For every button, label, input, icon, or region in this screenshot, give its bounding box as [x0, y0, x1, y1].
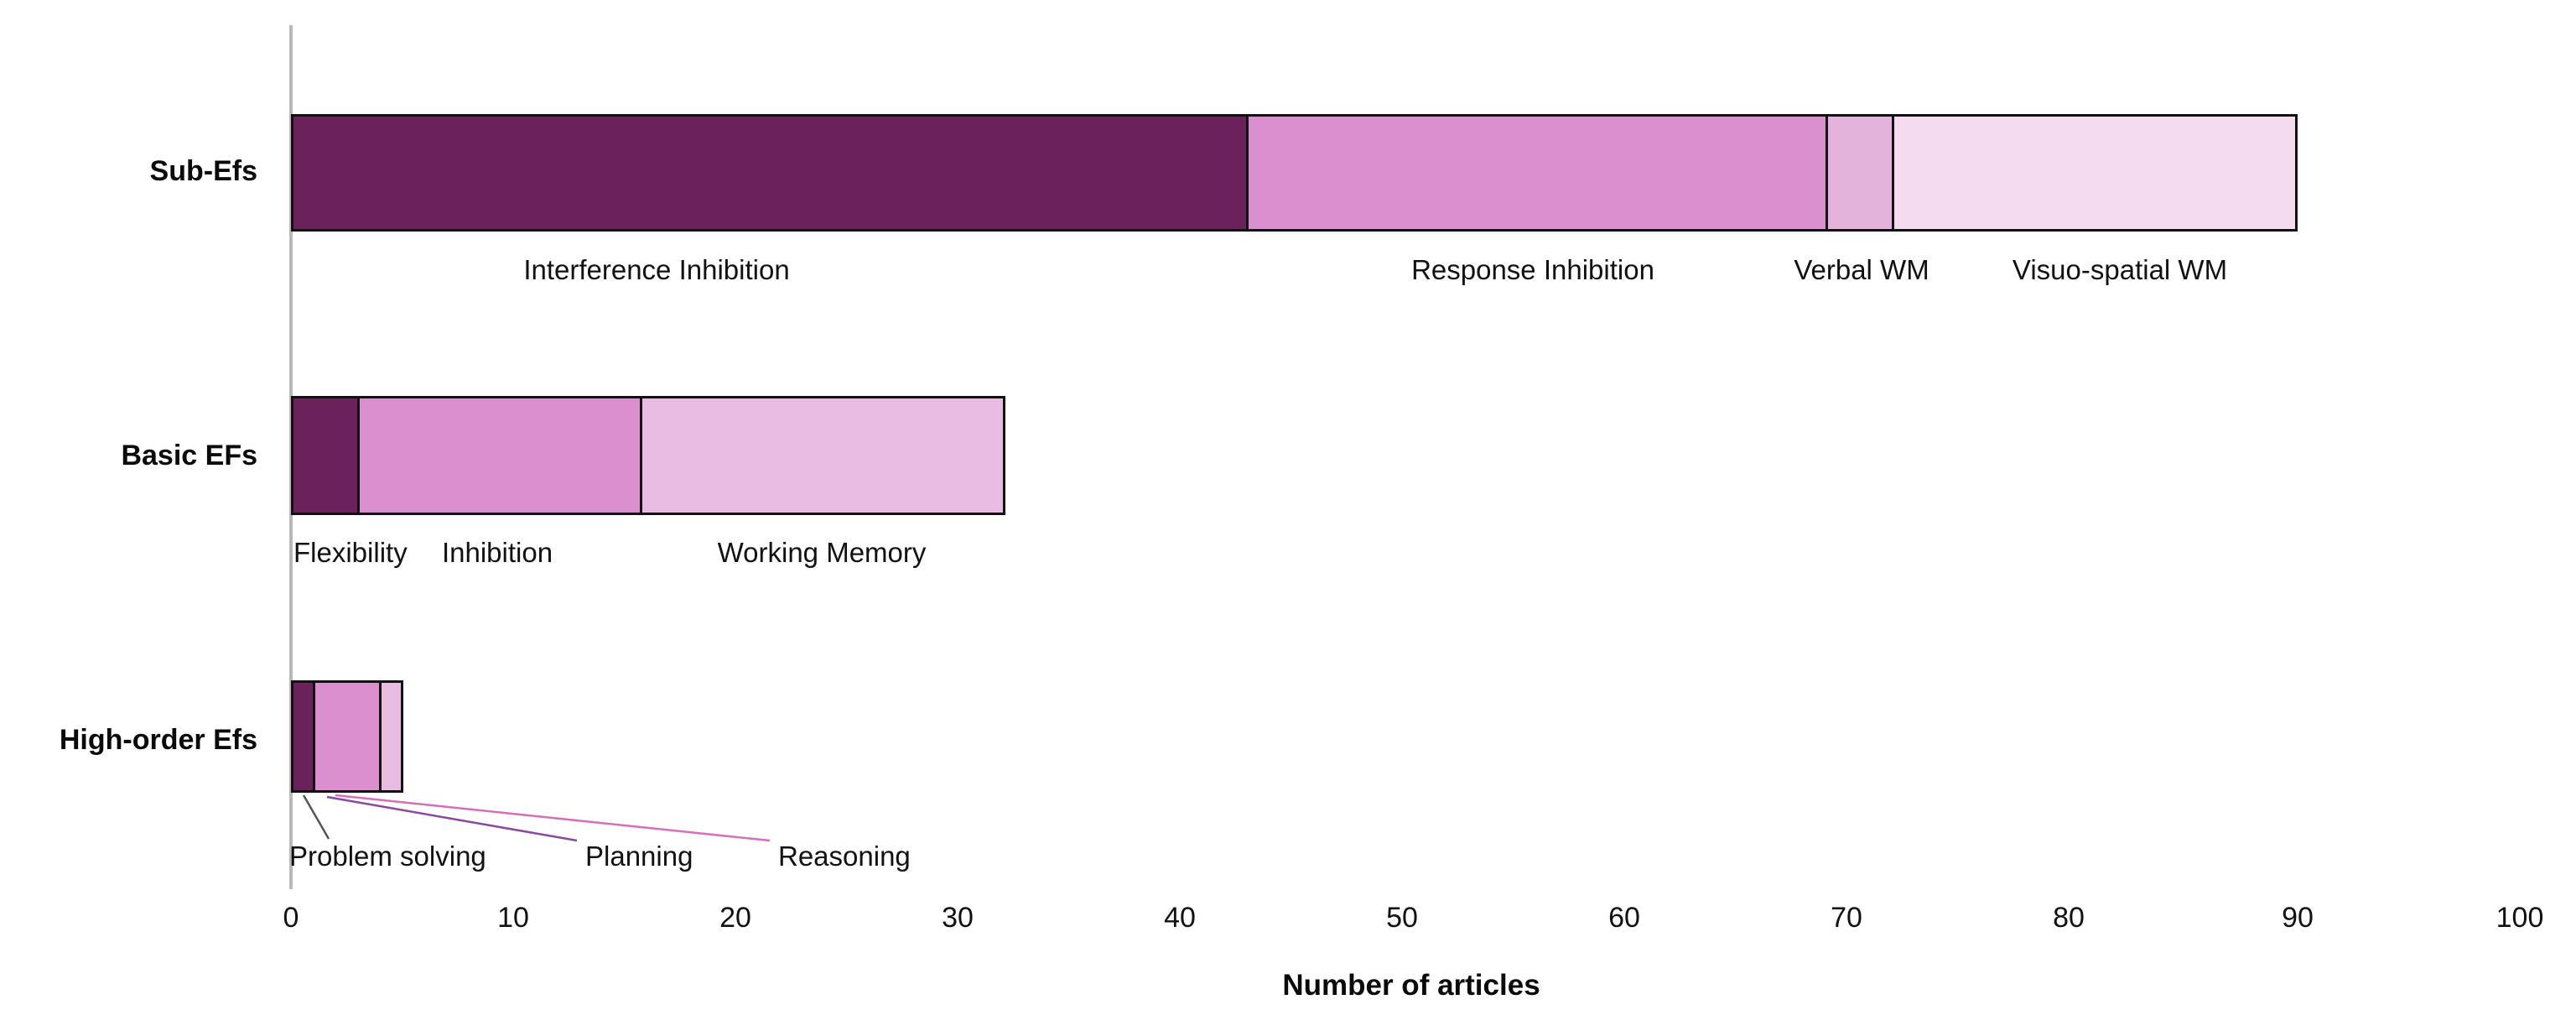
x-tick-80: 80	[2053, 902, 2085, 934]
x-tick-70: 70	[1831, 902, 1862, 934]
x-tick-30: 30	[942, 902, 974, 934]
x-tick-20: 20	[719, 902, 751, 934]
x-tick-10: 10	[497, 902, 529, 934]
category-label-high-order-efs: High-order Efs	[59, 724, 257, 756]
x-tick-50: 50	[1386, 902, 1418, 934]
x-tick-90: 90	[2282, 902, 2314, 934]
segment-label-flexibility: Flexibility	[293, 537, 408, 568]
segment-label-problem-solving: Problem solving	[289, 841, 486, 872]
x-tick-0: 0	[283, 902, 299, 934]
segment-label-planning: Planning	[585, 841, 693, 872]
segment-label-working-memory: Working Memory	[717, 537, 927, 568]
bar-segment-response-inhibition[interactable]	[1246, 114, 1828, 232]
segment-label-reasoning: Reasoning	[778, 841, 911, 872]
bar-segment-problem-solving[interactable]	[291, 680, 315, 793]
leader-line-reasoning	[335, 794, 771, 842]
category-label-basic-efs: Basic EFs	[121, 440, 257, 471]
x-tick-40: 40	[1164, 902, 1196, 934]
bar-segment-working-memory[interactable]	[640, 396, 1005, 515]
bar-segment-inhibition[interactable]	[357, 396, 642, 515]
bar-segment-interference-inhibition[interactable]	[291, 114, 1249, 232]
bar-segment-verbal-wm[interactable]	[1826, 114, 1894, 232]
leader-line-problem-solving	[302, 794, 330, 840]
x-tick-60: 60	[1608, 902, 1640, 934]
bar-segment-flexibility[interactable]	[291, 396, 360, 515]
x-tick-100: 100	[2496, 902, 2544, 934]
segment-label-verbal-wm: Verbal WM	[1794, 254, 1929, 285]
bar-segment-planning[interactable]	[313, 680, 382, 793]
segment-label-inhibition: Inhibition	[441, 537, 553, 568]
segment-label-response-inhibition: Response Inhibition	[1411, 254, 1654, 285]
bar-segment-reasoning[interactable]	[379, 680, 403, 793]
segment-label-interference-inhibition: Interference Inhibition	[523, 254, 790, 285]
x-axis-title: Number of articles	[1282, 969, 1540, 1002]
category-label-sub-efs: Sub-Efs	[149, 155, 257, 187]
leader-line-planning	[326, 795, 578, 842]
bar-segment-visuo-spatial-wm[interactable]	[1892, 114, 2298, 232]
segment-label-visuo-spatial-wm: Visuo-spatial WM	[2012, 254, 2228, 285]
